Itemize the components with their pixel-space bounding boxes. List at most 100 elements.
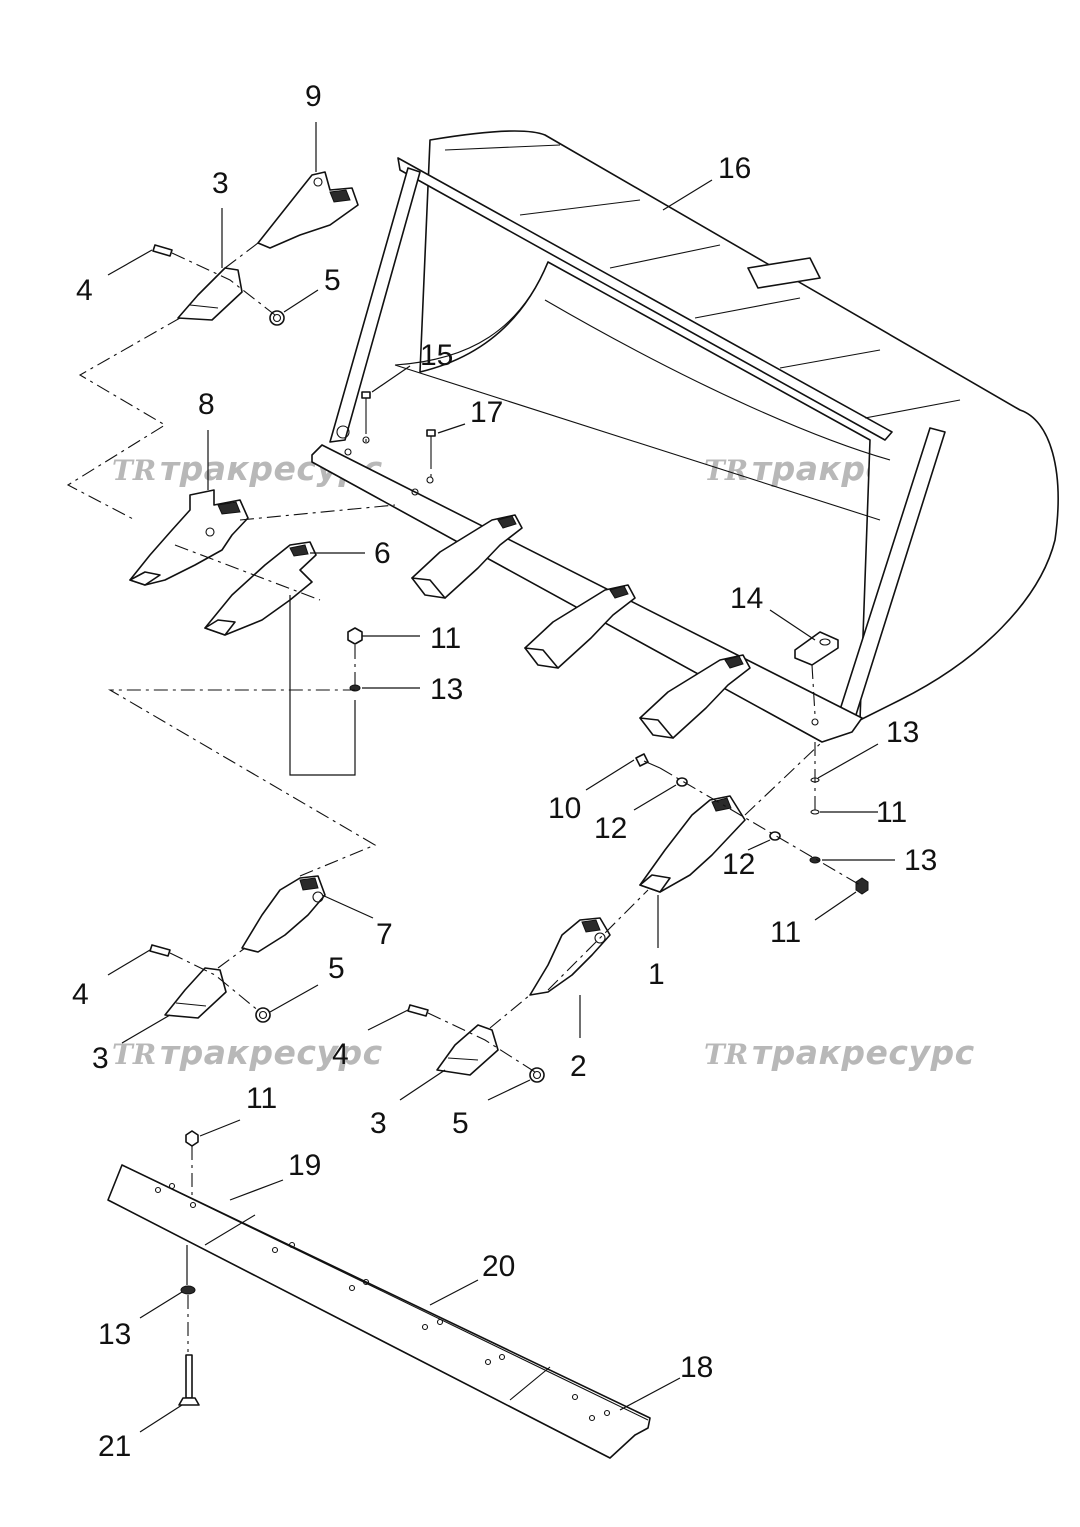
part-3-tooth-top xyxy=(177,267,243,321)
watermark-logo: TR xyxy=(704,1038,748,1071)
part-7-adapter xyxy=(241,875,326,953)
callout-10: 10 xyxy=(548,792,581,825)
retainer-inner xyxy=(258,1010,268,1020)
callout-6: 6 xyxy=(374,537,391,570)
leader-5c xyxy=(487,1079,531,1101)
leader-11d xyxy=(199,1119,241,1137)
edge-hole xyxy=(348,1284,356,1292)
adapter-hole xyxy=(312,891,324,903)
dash-pin-retainer-left xyxy=(169,952,261,1013)
cutting-edge-outline xyxy=(107,1164,651,1459)
retainer-inner xyxy=(532,1070,542,1080)
leader-16 xyxy=(662,179,713,211)
adapter-hole xyxy=(594,932,606,944)
bucket-edge-line xyxy=(311,461,823,743)
callout-11: 11 xyxy=(876,796,907,829)
leader-7 xyxy=(321,894,374,919)
edge-hole xyxy=(168,1182,176,1190)
bucket-tooth-3 xyxy=(639,654,751,739)
part-5-retainer-left xyxy=(255,1007,271,1023)
callout-1: 1 xyxy=(648,958,665,991)
callout-11: 11 xyxy=(770,916,801,949)
dash-to-edge xyxy=(239,504,396,521)
part-3-tooth-center xyxy=(436,1024,499,1076)
tooth-slot xyxy=(497,515,517,529)
watermark-text: тракресурс xyxy=(160,1033,383,1072)
watermark-logo: TR xyxy=(112,1038,156,1071)
callout-13: 13 xyxy=(430,673,463,706)
callout-7: 7 xyxy=(376,918,393,951)
dash-block-14 xyxy=(811,664,816,716)
bucket-rib xyxy=(694,297,801,319)
edge-hole xyxy=(288,1241,296,1249)
watermark-text: тракресурс xyxy=(752,1033,975,1072)
leader-3c xyxy=(399,1069,446,1101)
edge-hole xyxy=(498,1353,506,1361)
leader-11c xyxy=(814,891,857,921)
part-10-bolt xyxy=(635,753,661,769)
nut-body xyxy=(855,877,869,895)
bucket-inner-curve xyxy=(394,261,549,366)
callout-4: 4 xyxy=(72,978,89,1011)
bucket xyxy=(311,130,1059,743)
bucket-top-plate xyxy=(747,257,821,289)
callout-4: 4 xyxy=(76,274,93,307)
nut-body xyxy=(810,809,820,815)
leader-lines xyxy=(107,122,895,1433)
bucket-side-hole xyxy=(336,425,350,439)
leader-19 xyxy=(229,1179,284,1201)
block-hole xyxy=(819,638,831,646)
bolt-shank xyxy=(185,1354,193,1399)
tooth-body xyxy=(177,267,243,321)
leader-17 xyxy=(437,423,466,434)
part-17-bolt xyxy=(426,429,436,455)
part-2-adapter xyxy=(529,917,611,996)
callout-16: 16 xyxy=(718,152,751,185)
bucket-bolt-hole xyxy=(811,718,819,726)
callout-3: 3 xyxy=(212,167,229,200)
callout-19: 19 xyxy=(288,1149,321,1182)
callout-18: 18 xyxy=(680,1351,713,1384)
bucket-back-curve xyxy=(544,299,891,461)
watermark-logo: TR xyxy=(112,454,156,487)
callout-labels: 9 3 4 5 16 15 17 8 6 11 13 14 13 10 12 1… xyxy=(72,80,937,1463)
block-body xyxy=(794,631,839,666)
bucket-bolt-hole xyxy=(344,448,352,456)
edge-hole xyxy=(588,1414,596,1422)
bucket-tooth-2 xyxy=(524,584,636,669)
bucket-left-side xyxy=(329,167,421,443)
leader-18 xyxy=(619,1377,681,1411)
part-11-nut-d xyxy=(185,1130,199,1147)
adapter-body xyxy=(529,917,611,996)
part-8-corner-adapter xyxy=(129,489,249,586)
leader-12b xyxy=(747,839,771,851)
adapter-slot xyxy=(299,877,319,891)
callout-13: 13 xyxy=(886,716,919,749)
part-6-adapter xyxy=(204,541,317,636)
bolt-head xyxy=(361,391,371,399)
dash-pin-to-retainer-top xyxy=(171,252,276,316)
bucket-floor-line xyxy=(394,364,881,521)
callout-8: 8 xyxy=(198,388,215,421)
leader-21 xyxy=(139,1404,183,1433)
tooth-slot xyxy=(609,585,629,599)
bucket-rib xyxy=(444,144,561,151)
callout-13: 13 xyxy=(904,844,937,877)
adapter-body xyxy=(129,489,249,586)
bucket-bolt-hole xyxy=(362,436,370,444)
part-15-bolt xyxy=(361,391,371,420)
bucket-bolt-hole xyxy=(426,476,434,484)
callout-5: 5 xyxy=(324,264,341,297)
bucket-rib xyxy=(864,399,961,419)
callout-4: 4 xyxy=(332,1038,349,1071)
callout-5: 5 xyxy=(452,1107,469,1140)
adapter-body xyxy=(257,171,359,249)
leader-4a xyxy=(107,249,153,276)
bucket-tooth-1 xyxy=(411,514,523,599)
leader-4c xyxy=(367,1009,409,1031)
leader-13b xyxy=(817,743,879,779)
part-3-tooth-left xyxy=(164,967,227,1019)
washer-body xyxy=(809,856,821,864)
callout-20: 20 xyxy=(482,1250,515,1283)
nut-body xyxy=(347,627,363,645)
